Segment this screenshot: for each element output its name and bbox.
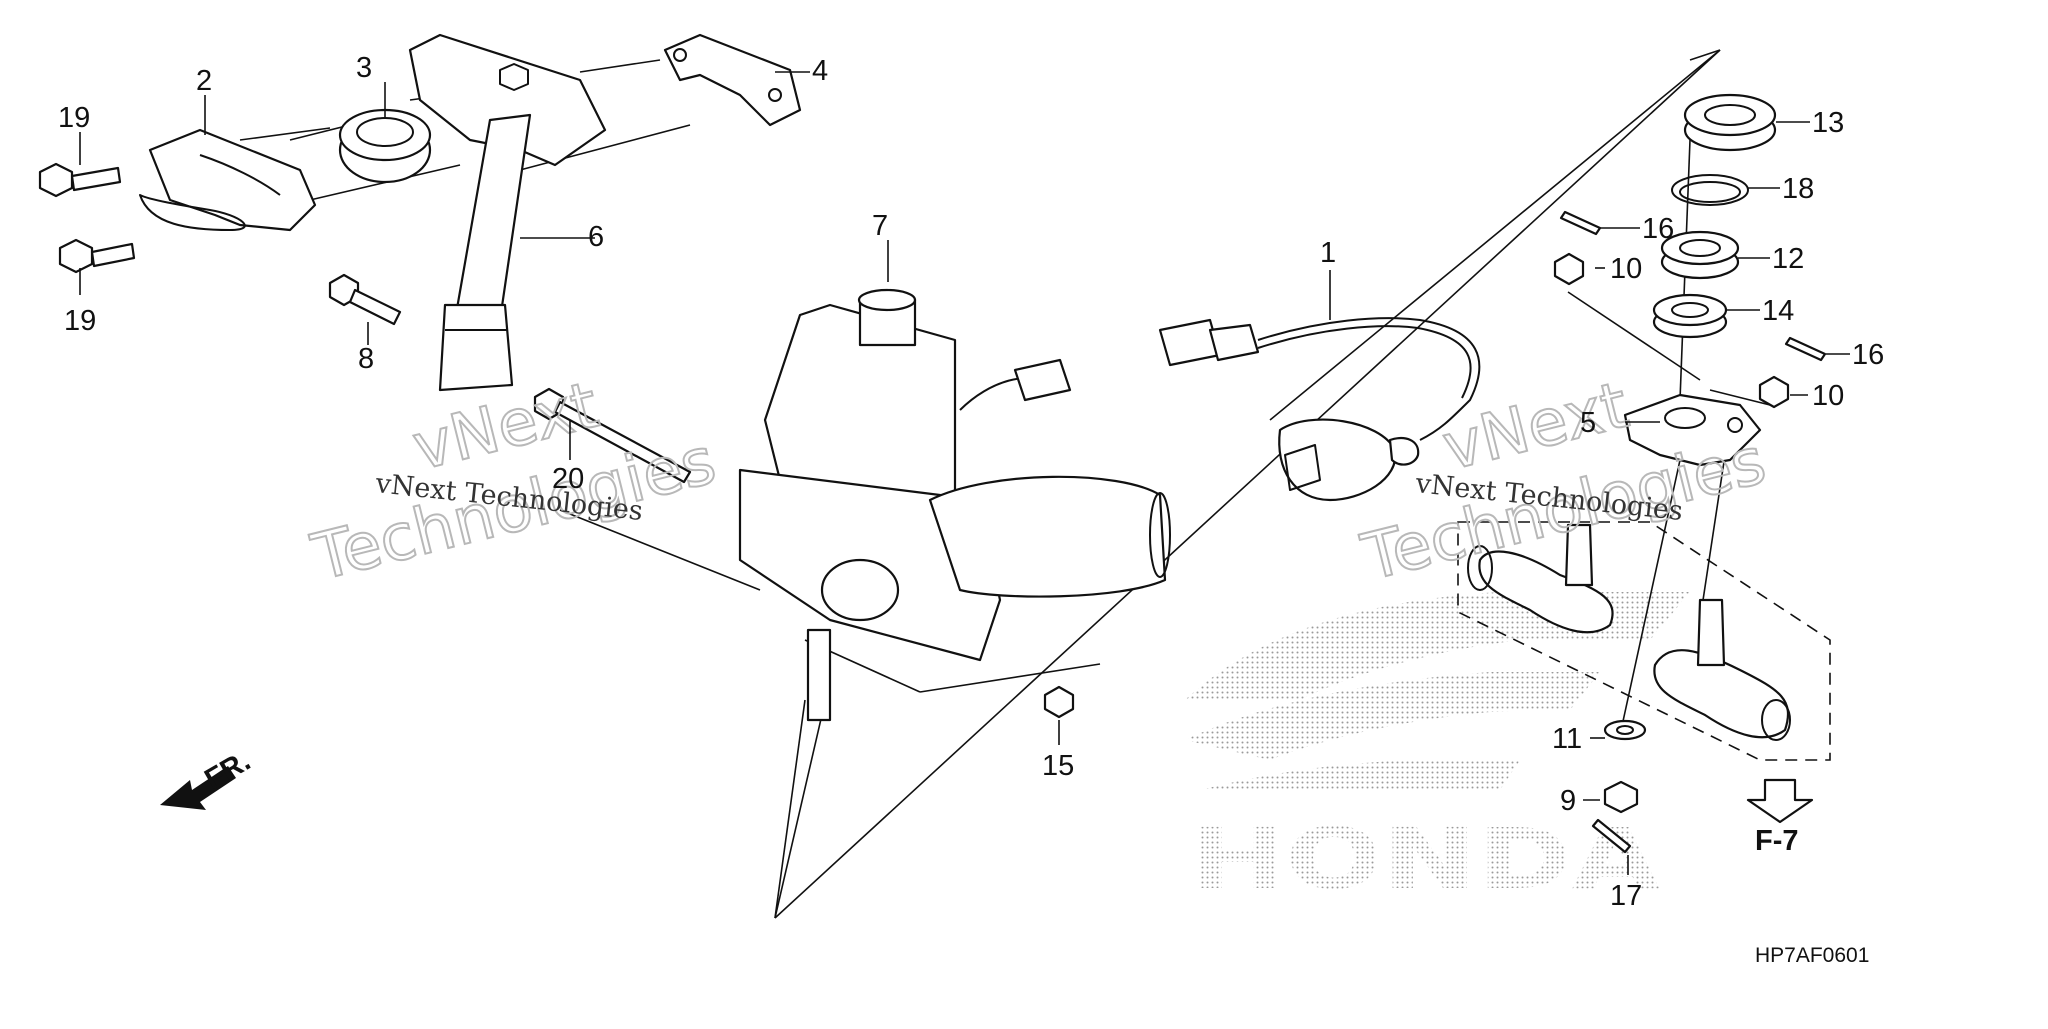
sensor-harness-part-1: [1158, 317, 1481, 502]
seal-part-14: [1652, 293, 1728, 339]
callout-19-bottom: 19: [64, 305, 96, 337]
callout-18: 18: [1782, 173, 1814, 205]
cotter-pin-part-17: [1591, 818, 1632, 854]
callout-2: 2: [196, 65, 212, 97]
bracket-part-2: [139, 128, 317, 232]
honda-wing-logo: HONDA: [1185, 592, 1690, 908]
callout-5: 5: [1580, 407, 1596, 439]
callout-6: 6: [588, 221, 604, 253]
tie-rod-end-left: [1467, 523, 1614, 634]
washer-part-11: [1603, 719, 1647, 741]
reference-label: F-7: [1755, 825, 1799, 857]
bolt-part-20: [533, 387, 692, 484]
reference-arrow: [1746, 778, 1814, 824]
tie-rod-end-right: [1653, 598, 1791, 741]
nut-part-10: [1553, 252, 1790, 409]
diagram-code: HP7AF0601: [1755, 944, 1869, 967]
steering-shaft-part-6: [408, 33, 607, 392]
callout-10-top: 10: [1610, 253, 1642, 285]
callout-16-bottom: 16: [1852, 339, 1884, 371]
bolt-part-8: [328, 273, 402, 326]
oil-seal-part-13: [1683, 93, 1777, 152]
bolt-part-19: [38, 162, 136, 274]
callout-9: 9: [1560, 785, 1576, 817]
callout-13: 13: [1812, 107, 1844, 139]
tie-rod-group-box: [1457, 521, 1831, 761]
callout-3: 3: [356, 52, 372, 84]
callout-4: 4: [812, 55, 828, 87]
callout-7: 7: [872, 210, 888, 242]
front-direction-arrow: [160, 766, 236, 810]
callout-12: 12: [1772, 243, 1804, 275]
callout-20: 20: [552, 463, 584, 495]
callout-10-bottom: 10: [1812, 380, 1844, 412]
callout-11: 11: [1552, 723, 1582, 755]
power-steering-unit-part-7: [738, 288, 1171, 722]
pitman-arm-part-5: [1623, 393, 1762, 467]
brand-text: HONDA: [1190, 810, 1660, 908]
callout-1: 1: [1320, 237, 1336, 269]
circlip-part-18: [1671, 174, 1749, 206]
callout-15: 15: [1042, 750, 1074, 782]
callout-16-top: 16: [1642, 213, 1674, 245]
clamp-part-4: [663, 33, 802, 127]
callout-14: 14: [1762, 295, 1794, 327]
seal-part-3: [338, 108, 432, 184]
nut-part-9: [1603, 780, 1639, 814]
cotter-pin-part-16: [1559, 210, 1827, 362]
callout-19-top: 19: [58, 102, 90, 134]
bearing-part-12: [1660, 230, 1740, 280]
callout-leaders: [79, 71, 1850, 875]
nut-part-15: [1043, 685, 1075, 719]
callout-8: 8: [358, 343, 374, 375]
callout-17: 17: [1610, 880, 1642, 912]
